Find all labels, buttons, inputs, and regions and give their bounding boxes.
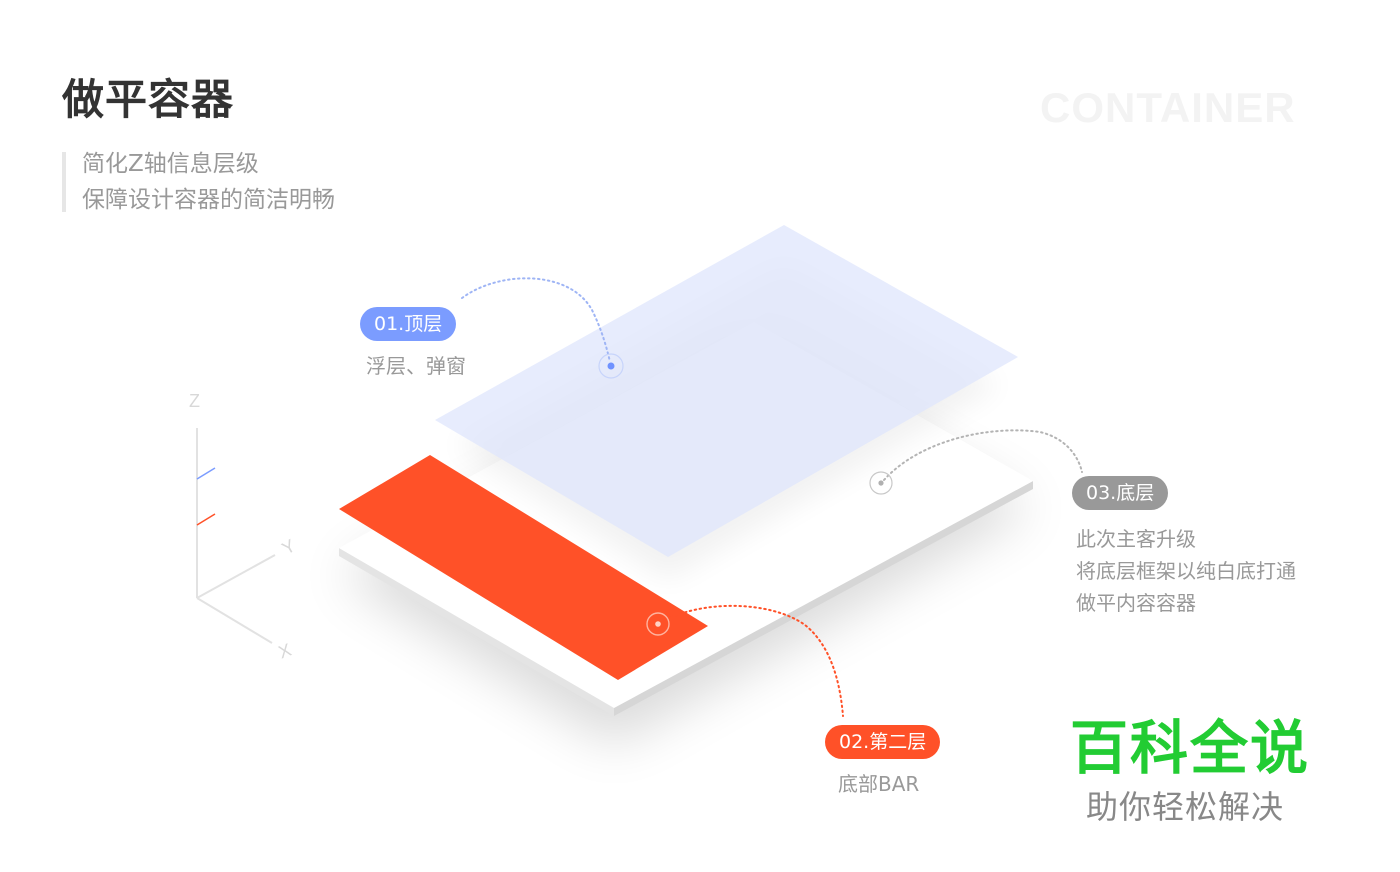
base-layer-caption-line-1: 此次主客升级 (1076, 527, 1196, 551)
subtitle-line-1: 简化Z轴信息层级 (82, 151, 259, 177)
base-layer-caption: 此次主客升级 将底层框架以纯白底打通 做平内容容器 (1076, 523, 1296, 619)
top-layer-badge: 01.顶层 (360, 307, 457, 341)
second-layer-connector (646, 604, 844, 717)
watermark-logo-text: 百科全说 (1070, 714, 1311, 782)
top-layer-caption-line: 浮层、弹窗 (366, 354, 466, 378)
base-layer-connector (869, 429, 1083, 495)
second-layer-axis-marker (196, 513, 216, 526)
base-layer-caption-line-3: 做平内容容器 (1076, 591, 1196, 615)
second-layer-caption-line: 底部BAR (838, 772, 920, 796)
subtitle-accent-bar (62, 152, 66, 212)
subtitle: 简化Z轴信息层级 保障设计容器的简洁明畅 (82, 146, 335, 218)
base-layer-caption-line-2: 将底层框架以纯白底打通 (1076, 559, 1296, 583)
top-layer-caption: 浮层、弹窗 (366, 350, 466, 382)
axis-gizmo (196, 428, 276, 644)
page-title: 做平容器 (62, 75, 235, 124)
subtitle-line-2: 保障设计容器的简洁明畅 (82, 187, 335, 213)
top-layer-plane (435, 225, 1018, 557)
base-layer-badge: 03.底层 (1072, 476, 1169, 510)
z-axis-label: Z (189, 391, 200, 411)
watermark-slogan: 助你轻松解决 (1086, 788, 1285, 826)
second-layer-badge: 02.第二层 (825, 725, 941, 759)
top-layer-connector (461, 277, 624, 379)
second-layer-caption: 底部BAR (838, 768, 919, 800)
top-layer-axis-marker (196, 467, 216, 480)
second-layer-bar (339, 455, 708, 680)
background-watermark-word: CONTAINER (1040, 84, 1296, 131)
